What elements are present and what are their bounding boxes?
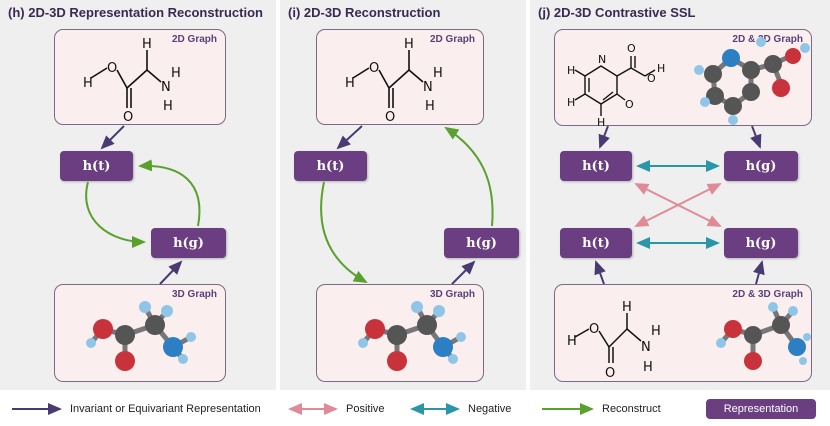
svg-text:O: O [107,61,117,76]
svg-text:O: O [123,110,133,125]
svg-text:H: H [643,360,653,375]
svg-text:N: N [641,340,651,355]
svg-text:H: H [433,66,443,81]
glycine-2d-structure: H O O H N H H [345,37,443,125]
panel-i-hg-node: h(g) [444,228,519,258]
panel-j-top-label: 2D & 3D Graph [732,34,803,45]
panel-i-ht-node: h(t) [294,151,367,181]
panel-j-title: (j) 2D-3D Contrastive SSL [538,5,696,20]
glycine-2d-structure: H O O H N H H [83,37,181,125]
svg-text:N: N [423,80,433,95]
svg-text:O: O [627,42,636,55]
panel-h: (h) 2D-3D Representation Reconstruction … [0,0,276,390]
svg-text:H: H [171,66,181,81]
panel-i-3d-label: 3D Graph [429,289,475,300]
nicotinic-acid-structures: N H H H O O O H [567,37,810,127]
legend-invariant-label: Invariant or Equivariant Representation [70,403,261,415]
panel-j-ht-top-node: h(t) [560,151,632,181]
panel-h-3d-label: 3D Graph [171,289,217,300]
svg-text:H: H [651,324,661,339]
svg-text:H: H [425,99,435,114]
svg-text:O: O [369,61,379,76]
panel-h-2d-card: 2D Graph H O O H N H H [54,29,226,125]
panel-j-ht-bottom-node: h(t) [560,228,632,258]
svg-text:N: N [598,53,606,66]
svg-text:O: O [589,322,599,337]
panel-i-2d-card: 2D Graph H O O H N H H [316,29,484,125]
svg-text:H: H [163,99,173,114]
svg-text:H: H [657,62,665,75]
panel-i-arrows [320,125,494,285]
legend-negative-label: Negative [468,403,512,415]
svg-text:H: H [567,334,577,349]
svg-text:H: H [142,37,152,52]
panel-j: (j) 2D-3D Contrastive SSL 2D & 3D Graph … [530,0,830,390]
svg-text:O: O [385,110,395,125]
glycine-3d-structure [86,301,196,371]
legend-representation-badge: Representation [706,399,816,419]
svg-text:N: N [161,80,171,95]
panel-i-2d-label: 2D Graph [429,34,475,45]
svg-text:H: H [567,96,575,109]
legend-positive-label: Positive [346,403,385,415]
legend: Invariant or Equivariant Representation … [0,392,830,426]
panel-h-2d-label: 2D Graph [171,34,217,45]
panel-h-3d-card: 3D Graph [54,284,226,382]
svg-text:H: H [345,76,355,91]
svg-text:H: H [404,37,414,52]
svg-text:H: H [567,64,575,77]
panel-j-hg-bottom-node: h(g) [724,228,798,258]
panel-i-3d-card: 3D Graph [316,284,484,382]
svg-text:H: H [622,300,632,315]
panel-h-hg-node: h(g) [151,228,226,258]
panel-j-top-card: 2D & 3D Graph N H H H O O O [554,29,812,127]
legend-arrows [12,403,594,415]
panel-h-arrows [85,125,201,285]
panel-j-hg-top-node: h(g) [724,151,798,181]
panel-j-arrows [594,125,765,285]
svg-text:H: H [83,76,93,91]
panel-j-bottom-card: 2D & 3D Graph H O O H N H H [554,284,812,382]
glycine-2d-3d-structures: H O O H N H H [567,300,811,381]
legend-reconstruct-label: Reconstruct [602,403,661,415]
panel-h-ht-node: h(t) [60,151,133,181]
svg-text:H: H [597,116,605,127]
panel-i: (i) 2D-3D Reconstruction 2D Graph H O O … [280,0,526,390]
svg-text:O: O [647,72,656,85]
glycine-3d-structure [358,301,466,371]
svg-text:O: O [605,366,615,381]
panel-j-bottom-label: 2D & 3D Graph [732,289,803,300]
panel-h-title: (h) 2D-3D Representation Reconstruction [8,5,263,20]
svg-text:O: O [625,98,634,111]
panel-i-title: (i) 2D-3D Reconstruction [288,5,441,20]
